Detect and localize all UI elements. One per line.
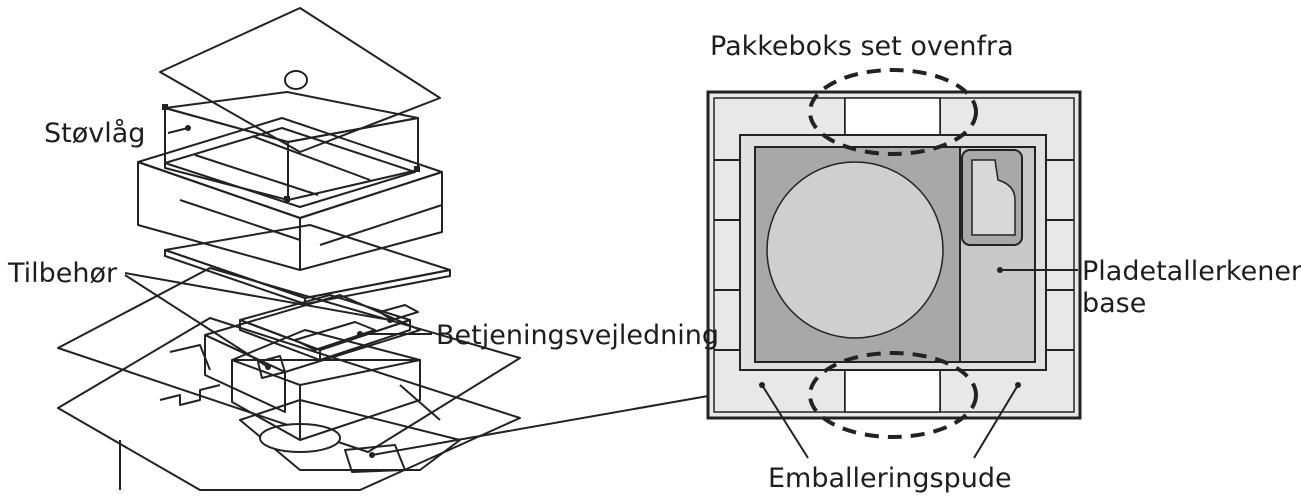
cushion-leader-left bbox=[761, 384, 809, 459]
accessories-leader-1 bbox=[124, 272, 391, 321]
top-view-title: Pakkeboks set ovenfra bbox=[710, 31, 1014, 62]
top-highlight-ellipse bbox=[808, 68, 978, 156]
cushion-leader-right bbox=[973, 384, 1019, 459]
top-lid-sheet bbox=[159, 7, 441, 153]
cushion-label: Emballeringspude bbox=[768, 463, 1012, 494]
bottom-slot bbox=[844, 369, 941, 413]
exploded-packaging-illustration bbox=[57, 7, 709, 491]
manual-label: Betjeningsvejledning bbox=[436, 320, 719, 351]
platter-base-label-line2: base bbox=[1082, 288, 1146, 319]
middle-sheet bbox=[164, 224, 451, 305]
lid-hole bbox=[284, 70, 308, 90]
top-slot bbox=[844, 97, 941, 136]
bottom-highlight-ellipse bbox=[808, 351, 978, 439]
dust-cover-leader bbox=[167, 127, 189, 134]
dust-cover-label: Støvlåg bbox=[44, 118, 145, 149]
manual-stack bbox=[239, 294, 419, 361]
platter-circle bbox=[766, 161, 944, 339]
top-view-box bbox=[706, 68, 1082, 459]
dust-cover-box bbox=[162, 91, 420, 202]
zoom-connector bbox=[371, 395, 709, 456]
accessories-leader-2 bbox=[124, 274, 269, 368]
platter-base-label-line1: Pladetallerkenens bbox=[1082, 256, 1301, 287]
accessories-label: Tilbehør bbox=[7, 258, 118, 289]
